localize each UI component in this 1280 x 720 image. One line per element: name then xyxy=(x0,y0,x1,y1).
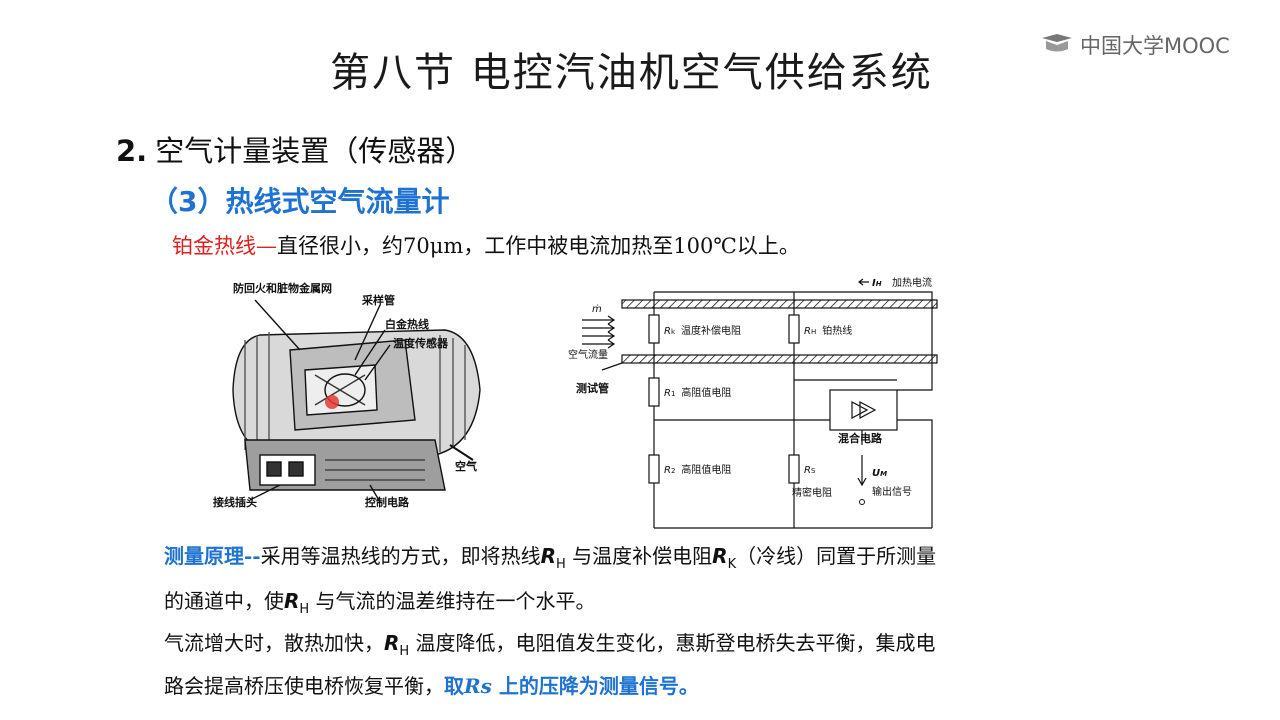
platinum-text: 直径很小，约70μm，工作中被电流加热至100℃以上。 xyxy=(277,234,800,258)
subsection-heading: （3）热线式空气流量计 xyxy=(150,185,450,218)
principle-text-3b: 温度降低，电阻值发生变化，惠斯登电桥失去平衡，集成电 xyxy=(409,631,936,655)
section-heading: 2.空气计量装置（传感器） xyxy=(116,128,474,170)
mooc-logo-icon xyxy=(1042,34,1072,52)
hotwire-meter-cutaway-figure: 防回火和脏物金属网 采样管 白金热线 温度传感器 空气 接线插头 控制电路 xyxy=(213,281,481,509)
principle-line-2: 的通道中，使RH 与气流的温差维持在一个水平。 xyxy=(164,585,596,617)
principle-label: 测量原理-- xyxy=(164,544,261,568)
principle-text-2a: 的通道中，使 xyxy=(164,589,284,613)
platinum-wire-note: 铂金热线—直径很小，约70μm，工作中被电流加热至100℃以上。 xyxy=(172,230,800,260)
fig1-label-control-circuit: 控制电路 xyxy=(365,495,410,509)
fig2-um: UM xyxy=(872,468,887,479)
fig1-label-platinum-wire: 白金热线 xyxy=(385,317,429,331)
fig2-mdot: ṁ xyxy=(592,304,602,315)
rh-symbol: RH xyxy=(384,631,410,659)
fig2-rs: RS xyxy=(804,465,816,476)
rh-symbol: RH xyxy=(284,589,310,617)
rh-symbol: RH xyxy=(540,544,566,572)
fig1-label-connector: 接线插头 xyxy=(213,495,257,509)
highlight-dot xyxy=(325,395,339,409)
principle-text-1b: 与温度补偿电阻 xyxy=(565,544,713,568)
fig2-output: 输出信号 xyxy=(872,485,912,498)
principle-highlight: 取Rs 上的压降为测量信号。 xyxy=(444,674,699,698)
fig1-label-temp-sensor: 温度传感器 xyxy=(393,336,449,350)
rs-symbol: Rs xyxy=(464,674,492,698)
principle-text-4a: 路会提高桥压使电桥恢复平衡， xyxy=(164,674,444,698)
principle-line-1: 测量原理--采用等温热线的方式，即将热线RH 与温度补偿电阻RK（冷线）同置于所… xyxy=(164,540,936,572)
fig2-heating-current: 加热电流 xyxy=(892,276,932,289)
principle-text-3a: 气流增大时，散热加快， xyxy=(164,631,384,655)
mooc-logo: 中国大学MOOC xyxy=(1040,30,1230,60)
fig2-mix-circuit: 混合电路 xyxy=(838,431,883,445)
section-text: 空气计量装置（传感器） xyxy=(155,134,475,168)
slide-title: 第八节 电控汽油机空气供给系统 xyxy=(330,50,933,96)
principle-line-3: 气流增大时，散热加快，RH 温度降低，电阻值发生变化，惠斯登电桥失去平衡，集成电 xyxy=(164,627,936,659)
rk-symbol: RK xyxy=(712,544,737,572)
fig2-airflow: 空气流量 xyxy=(568,348,608,361)
fig2-ih-label: IH xyxy=(872,278,882,289)
fig1-label-sampling-tube: 采样管 xyxy=(361,293,395,307)
fig2-test-tube: 测试管 xyxy=(576,381,609,395)
principle-text-2b: 与气流的温差维持在一个水平。 xyxy=(309,589,596,613)
logo-text: 中国大学MOOC xyxy=(1080,34,1230,58)
principle-line-4: 路会提高桥压使电桥恢复平衡，取Rs 上的压降为测量信号。 xyxy=(164,670,699,699)
section-number: 2. xyxy=(116,134,148,168)
fig1-label-air: 空气 xyxy=(455,459,477,473)
principle-text-1c: （冷线）同置于所测量 xyxy=(736,544,937,568)
fig1-label-mesh: 防回火和脏物金属网 xyxy=(233,281,332,295)
fig2-rs-desc: 精密电阻 xyxy=(792,486,832,499)
principle-text-1a: 采用等温热线的方式，即将热线 xyxy=(260,544,541,568)
platinum-label: 铂金热线— xyxy=(172,234,277,258)
